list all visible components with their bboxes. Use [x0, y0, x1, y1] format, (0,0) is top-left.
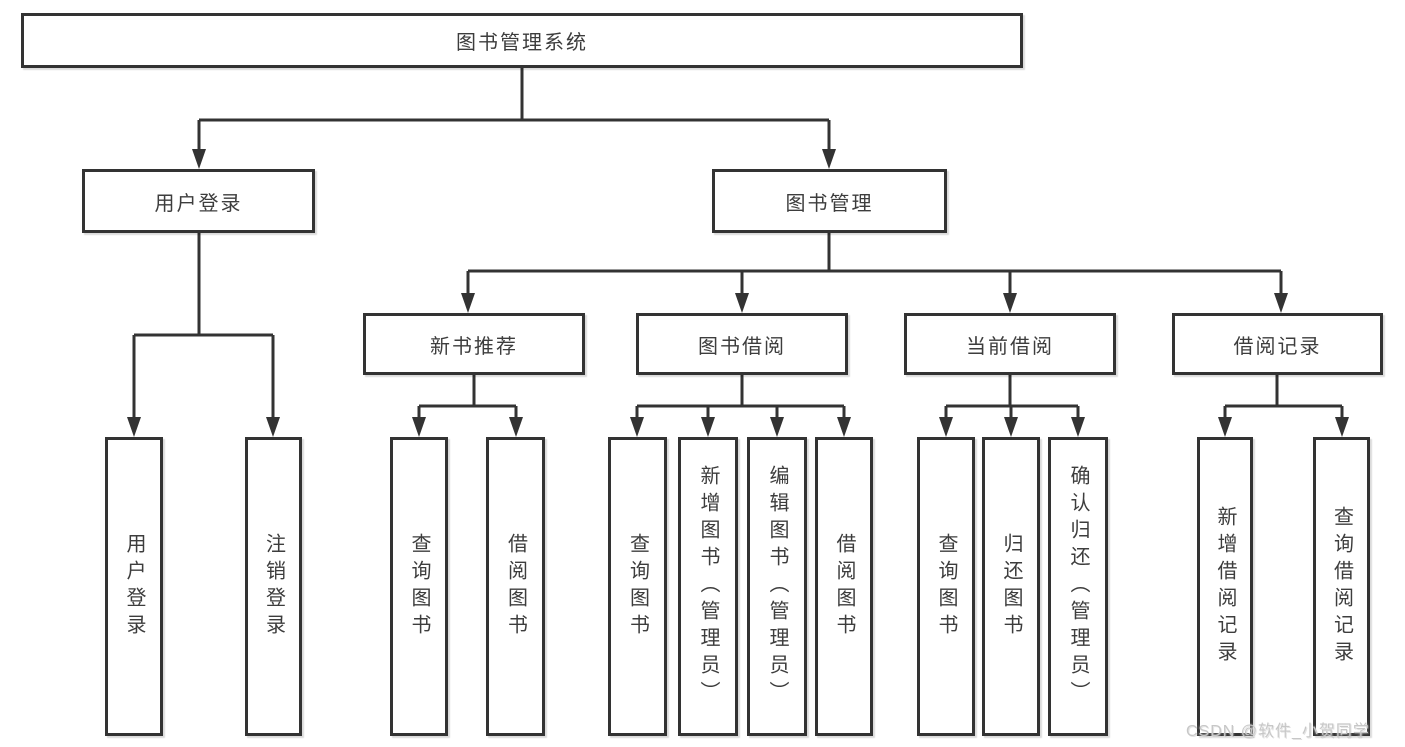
node-current-borrowing: 当前借阅 — [904, 313, 1116, 375]
leaf-query-books-1: 查询图书 — [390, 437, 448, 736]
leaf-query-borrow-record-label: 查询借阅记录 — [1330, 505, 1353, 668]
node-root-system: 图书管理系统 — [21, 13, 1023, 68]
node-root-system-label: 图书管理系统 — [456, 32, 588, 54]
leaf-user-login-label: 用户登录 — [123, 532, 145, 641]
leaf-edit-books-admin: 编辑图书（管理员） — [747, 437, 807, 736]
leaf-query-books-2-label: 查询图书 — [626, 532, 649, 641]
leaf-confirm-return-admin-label: 确认归还（管理员） — [1067, 465, 1089, 708]
leaf-query-borrow-record: 查询借阅记录 — [1313, 437, 1370, 736]
leaf-logout-label: 注销登录 — [262, 532, 285, 641]
leaf-borrow-books-1-label: 借阅图书 — [504, 532, 527, 641]
leaf-add-borrow-record: 新增借阅记录 — [1197, 437, 1253, 736]
watermark: CSDN @软件_小贺同学 — [1186, 723, 1370, 740]
node-borrowing-records-label: 借阅记录 — [1233, 335, 1322, 358]
leaf-return-books: 归还图书 — [982, 437, 1040, 736]
leaf-confirm-return-admin: 确认归还（管理员） — [1048, 437, 1108, 736]
node-book-borrowing-label: 图书借阅 — [698, 335, 786, 358]
node-borrowing-records: 借阅记录 — [1172, 313, 1383, 375]
node-user-login: 用户登录 — [82, 169, 315, 233]
node-new-book-recommend-label: 新书推荐 — [430, 335, 518, 358]
leaf-add-books-admin-label: 新增图书（管理员） — [697, 465, 719, 708]
leaf-query-books-2: 查询图书 — [608, 437, 667, 736]
leaf-borrow-books-2-label: 借阅图书 — [833, 532, 855, 641]
leaf-query-books-3-label: 查询图书 — [935, 532, 957, 641]
leaf-add-borrow-record-label: 新增借阅记录 — [1214, 505, 1236, 668]
arrowheads — [127, 149, 1349, 437]
leaf-query-books-1-label: 查询图书 — [408, 532, 430, 641]
node-user-login-label: 用户登录 — [154, 192, 243, 215]
node-book-borrowing: 图书借阅 — [636, 313, 848, 375]
leaf-edit-books-admin-label: 编辑图书（管理员） — [766, 465, 788, 708]
node-book-management: 图书管理 — [712, 169, 947, 233]
leaf-user-login: 用户登录 — [105, 437, 163, 736]
leaf-borrow-books-2: 借阅图书 — [815, 437, 873, 736]
leaf-logout: 注销登录 — [245, 437, 302, 736]
node-book-management-label: 图书管理 — [785, 192, 874, 215]
leaf-add-books-admin: 新增图书（管理员） — [678, 437, 738, 736]
leaf-borrow-books-1: 借阅图书 — [486, 437, 545, 736]
node-current-borrowing-label: 当前借阅 — [966, 335, 1054, 358]
node-new-book-recommend: 新书推荐 — [363, 313, 585, 375]
leaf-return-books-label: 归还图书 — [1000, 532, 1022, 641]
leaf-query-books-3: 查询图书 — [917, 437, 975, 736]
